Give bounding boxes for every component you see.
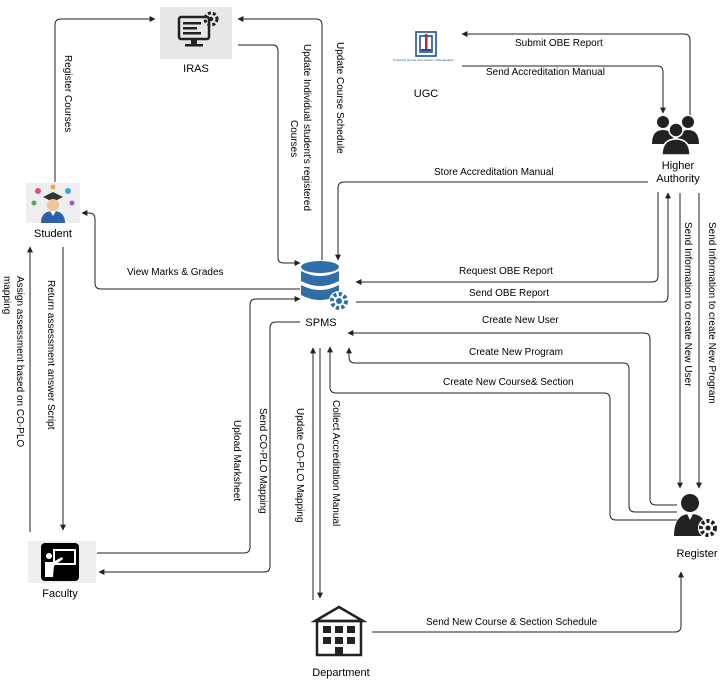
student-icon[interactable] [26, 183, 80, 223]
department-icon[interactable] [310, 603, 368, 659]
edge-send-obe-report [356, 192, 671, 303]
label-return-assessment: Return assessment answer Script [45, 280, 56, 430]
ugc-logo-text: University Grants Commission of Banglade… [393, 58, 454, 62]
edge-upload-marksheet [97, 296, 301, 554]
edge-register-courses [54, 16, 156, 182]
edge-create-new-program [346, 347, 677, 513]
register-label: Register [676, 548, 718, 560]
iras-icon[interactable] [160, 7, 232, 59]
label-send-obe-report: Send OBE Report [469, 288, 550, 299]
label-view-marks-grades: View Marks & Grades [127, 267, 224, 278]
student-label: Student [34, 228, 72, 240]
edge-create-new-user [347, 330, 677, 506]
edge-update-individual [238, 44, 301, 266]
label-send-info-create-user: Send Information to create New User [682, 222, 693, 387]
edge-create-new-course-section [327, 346, 677, 521]
label-send-co-plo-mapping: Send CO-PLO Mapping [257, 408, 268, 514]
label-register-courses: Register Courses [62, 55, 73, 133]
spms-database-icon[interactable] [298, 258, 354, 314]
edge-send-co-plo-mapping [98, 321, 300, 575]
label-create-new-user: Create New User [482, 315, 559, 326]
label-upload-marksheet: Upload Marksheet [231, 420, 242, 502]
label-update-individual-line2: Courses [288, 120, 299, 158]
ugc-label: UGC [413, 88, 439, 100]
faculty-icon[interactable] [28, 541, 96, 583]
label-send-new-course-section-schedule: Send New Course & Section Schedule [426, 617, 598, 628]
label-collect-accreditation-manual: Collect Accreditation Manual [330, 400, 341, 527]
label-send-info-create-program: Send Information to create New Program [706, 222, 717, 404]
iras-label: IRAS [183, 63, 209, 75]
higher-authority-label: Higher Authority [656, 160, 700, 185]
edge-store-accreditation-manual [335, 181, 648, 261]
label-store-accreditation-manual: Store Accreditation Manual [434, 167, 554, 178]
edge-request-obe-report [355, 192, 659, 285]
department-label: Department [312, 667, 370, 679]
label-update-individual-line1: Update Individual student's registered [301, 44, 312, 212]
spms-label: SPMS [305, 317, 337, 329]
edge-update-course-schedule [237, 16, 323, 260]
edge-submit-obe-report [461, 31, 691, 115]
label-assign-assessment-line1: Assign assessment based on CO-PLO [14, 276, 25, 448]
edge-send-new-course-section-schedule [372, 571, 684, 633]
edge-send-accreditation-manual [462, 65, 666, 114]
label-update-course-schedule: Update Course Schedule [334, 42, 345, 154]
label-request-obe-report: Request OBE Report [459, 266, 553, 277]
higher-authority-icon[interactable] [650, 112, 702, 156]
register-icon[interactable] [670, 490, 722, 542]
label-send-accreditation-manual: Send Accreditation Manual [486, 67, 605, 78]
label-create-new-course-section: Create New Course& Section [443, 377, 574, 388]
label-create-new-program: Create New Program [469, 347, 563, 358]
edge-view-marks-grades [81, 210, 300, 290]
label-submit-obe-report: Submit OBE Report [515, 38, 603, 49]
label-assign-assessment-line2: mapping [1, 276, 12, 315]
faculty-label: Faculty [42, 588, 78, 600]
label-update-co-plo-mapping: Update CO-PLO Mapping [294, 408, 305, 523]
ugc-logo[interactable] [390, 30, 462, 74]
